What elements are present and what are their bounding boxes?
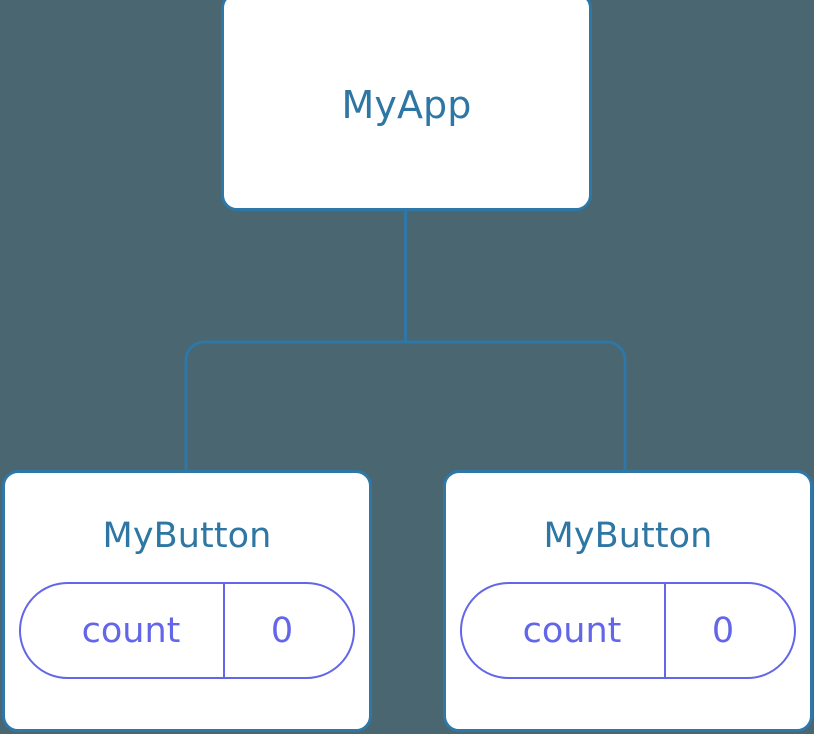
node-title-child-0: MyButton <box>102 516 272 556</box>
tree-node-child-1[interactable]: MyButton count 0 <box>443 470 813 732</box>
tree-node-child-0[interactable]: MyButton count 0 <box>2 470 372 732</box>
tree-node-root[interactable]: MyApp <box>221 0 592 211</box>
state-value-child-0: 0 <box>270 610 294 651</box>
state-pill-child-0[interactable]: count 0 <box>19 582 355 679</box>
state-key-child-0: count <box>81 610 181 651</box>
state-value-child-1: 0 <box>711 610 735 651</box>
node-title-child-1: MyButton <box>543 516 713 556</box>
connector-branch-left <box>184 340 406 470</box>
connector-branch-right <box>405 340 627 470</box>
node-title-root: MyApp <box>341 82 472 127</box>
state-pill-divider <box>664 584 666 677</box>
state-pill-divider <box>223 584 225 677</box>
state-pill-child-1[interactable]: count 0 <box>460 582 796 679</box>
state-key-child-1: count <box>522 610 622 651</box>
